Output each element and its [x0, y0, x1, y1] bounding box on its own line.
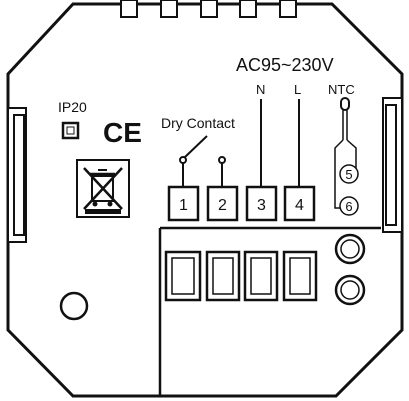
ntc-sensor — [334, 97, 357, 209]
bin-wheel-left — [92, 201, 98, 207]
switch-pivot — [179, 156, 187, 164]
terminal-1: 1 — [167, 185, 200, 222]
terminal-box — [167, 185, 200, 222]
bin-wheel-right — [107, 201, 113, 207]
sensor-terminal-circle — [339, 196, 359, 216]
terminal-slot-1-inner — [171, 257, 195, 295]
screw-hole — [59, 291, 89, 321]
terminal-number: 2 — [218, 197, 227, 214]
bin-cross-b — [83, 167, 123, 210]
neutral-label: N — [256, 82, 265, 97]
live-label: L — [294, 82, 301, 97]
terminal-3: 3 — [245, 185, 278, 222]
sensor-terminal-circle — [339, 164, 359, 184]
sensor-terminal-number: 5 — [345, 167, 352, 182]
top-clip — [239, 0, 257, 18]
sensor-terminal-number: 6 — [345, 199, 352, 214]
terminal-slot-3-inner — [250, 257, 272, 295]
terminal-number: 1 — [179, 197, 188, 214]
inner-square — [66, 126, 75, 135]
ntc-label: NTC — [328, 82, 355, 97]
switch-contact — [218, 156, 226, 164]
top-clip — [279, 0, 297, 18]
ntc-probe-tip — [340, 97, 350, 111]
top-clip — [160, 0, 178, 18]
top-clip — [200, 0, 218, 18]
crossed-bin-icon — [76, 159, 130, 218]
terminal-number: 3 — [257, 197, 266, 214]
terminal-2: 2 — [206, 185, 239, 222]
terminal-block — [158, 226, 381, 396]
switch-arm — [184, 135, 208, 158]
top-clips — [120, 0, 297, 18]
dry-contact-label: Dry Contact — [161, 115, 235, 131]
terminal-box — [206, 185, 239, 222]
sensor-socket-5-inner — [340, 239, 360, 259]
ce-mark: CE — [103, 117, 142, 148]
terminal-box — [245, 185, 278, 222]
voltage-label: AC95~230V — [236, 55, 334, 75]
terminal-4: 4 — [283, 185, 316, 222]
top-clip — [120, 0, 138, 18]
terminal-number: 4 — [295, 197, 304, 214]
sensor-socket-6-inner — [340, 280, 360, 300]
right-mounting-bracket — [382, 97, 403, 233]
left-mounting-bracket — [7, 107, 27, 243]
ip-rating-label: IP20 — [58, 99, 87, 115]
terminal-slot-4-inner — [289, 257, 311, 295]
left-bracket-slot — [13, 114, 25, 236]
bin-bar — [85, 209, 121, 214]
sensor-terminal-6: 6 — [339, 196, 359, 216]
terminal-box — [283, 185, 316, 222]
sensor-terminal-5: 5 — [339, 164, 359, 184]
terminal-slot-2-inner — [212, 257, 234, 295]
ntc-wire-inner — [346, 139, 357, 172]
dry-contact-switch — [179, 135, 226, 187]
right-bracket-slot — [385, 104, 397, 226]
